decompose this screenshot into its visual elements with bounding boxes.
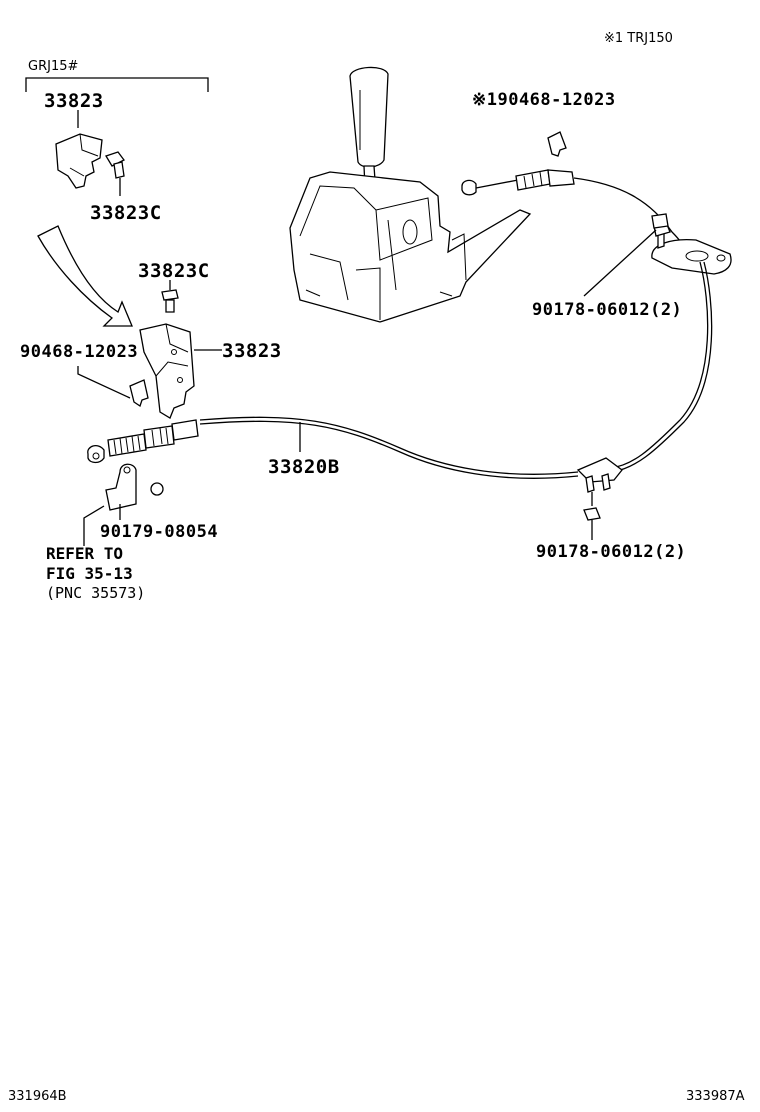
reference-line-1: REFER TO [46,544,124,563]
variant-bracket-line [25,77,209,92]
part-label-cable[interactable]: 33820B [268,456,340,478]
bracket-top-drawing [55,110,103,189]
footer-code-right: 333987A [686,1089,745,1104]
transition-arrow [37,225,133,327]
footer-code-left: 331964B [8,1089,67,1104]
part-label-nut-small[interactable]: 90179-08054 [100,522,219,542]
cable-lower-end-drawing [87,419,199,464]
cable-loop-drawing [199,261,713,493]
part-label-nut-upper[interactable]: 90178-06012(2) [532,300,683,320]
part-label-bracket-top[interactable]: 33823 [44,90,104,112]
mount-plate-upper-drawing [583,213,732,297]
clip-left-drawing [77,366,149,408]
variant-label: GRJ15# [28,59,79,74]
part-label-bracket-mid[interactable]: 33823 [222,340,282,362]
bolt-mid-drawing [161,280,179,313]
part-label-bolt-top[interactable]: 33823C [90,202,162,224]
bolt-top-drawing [105,151,125,196]
part-label-clip-top[interactable]: ※190468-12023 [472,90,616,110]
part-label-clip-left[interactable]: 90468-12023 [20,342,139,362]
reference-line-3: (PNC 35573) [46,584,146,602]
leader-lines [119,422,301,520]
part-label-nut-lower[interactable]: 90178-06012(2) [536,542,687,562]
small-bracket-drawing [83,463,164,546]
bracket-mid-drawing [139,323,222,419]
shift-lever-drawing [289,66,532,323]
reference-line-2[interactable]: FIG 35-13 [46,564,133,583]
part-label-bolt-mid[interactable]: 33823C [138,260,210,282]
top-right-note: ※1 TRJ150 [604,31,673,46]
nut-lower-drawing [583,492,601,540]
